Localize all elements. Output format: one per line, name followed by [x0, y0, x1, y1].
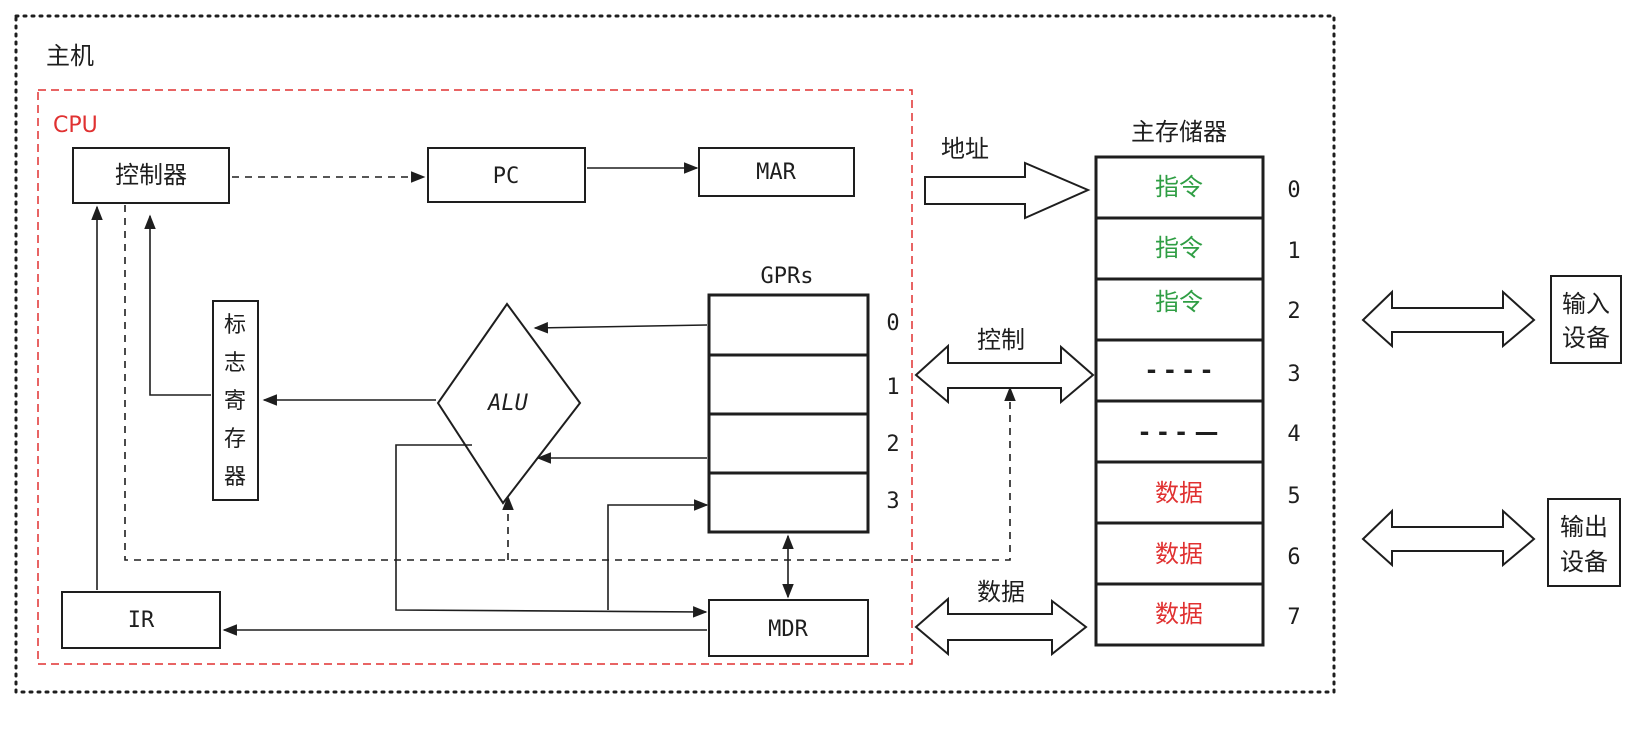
mar-register: MAR: [698, 147, 855, 197]
gprs-label: GPRs: [761, 264, 814, 289]
gpr-index: 3: [886, 489, 899, 514]
memory-address-indices: 0 1 2 3 4 5 6 7: [1287, 178, 1300, 630]
memory-cell-content: 指令: [1155, 173, 1203, 201]
gpr-index: 1: [886, 375, 899, 400]
controller-label: 控制器: [115, 161, 187, 189]
memory-address-index: 3: [1287, 362, 1300, 387]
output-device-label: 输出: [1560, 513, 1608, 541]
gpr-index: 2: [886, 432, 899, 457]
memory-address-index: 5: [1287, 484, 1300, 509]
memory-cell-content: 数据: [1155, 540, 1203, 568]
flags-char: 存: [224, 427, 246, 452]
pc-register: PC: [427, 147, 586, 203]
input-device: 输入 设备: [1550, 275, 1622, 364]
memory-cell-content: 指令: [1155, 288, 1203, 316]
data-bus-label: 数据: [977, 578, 1025, 606]
cpu-boundary: [37, 89, 913, 665]
memory-cell-content: - - - -: [1147, 356, 1212, 384]
alu-to-mdr-arrow: [395, 444, 708, 618]
controller-control-bus: [124, 205, 1016, 561]
memory-cell-content: - - - —: [1140, 418, 1219, 446]
memory-title: 主存储器: [1131, 118, 1227, 146]
flags-char: 志: [224, 351, 246, 376]
output-device-arrow: [1361, 508, 1536, 568]
alu-label: ALU: [486, 391, 528, 416]
flags-register: 标 志 寄 存 器: [212, 300, 259, 501]
pc-label: PC: [493, 164, 520, 189]
memory-address-index: 0: [1287, 178, 1300, 203]
mdr-label: MDR: [768, 617, 808, 642]
memory-address-index: 7: [1287, 605, 1300, 630]
input-device-arrow: [1361, 289, 1536, 349]
controller-block: 控制器: [72, 147, 230, 204]
host-boundary: [14, 14, 1336, 694]
mdr-register: MDR: [708, 599, 869, 657]
memory-address-index: 2: [1287, 299, 1300, 324]
address-bus-label: 地址: [941, 135, 989, 163]
flags-char: 器: [224, 465, 246, 490]
input-device-label: 输入: [1562, 290, 1610, 318]
gpr0-to-alu-arrow: [533, 322, 708, 334]
memory-cell-content: 数据: [1155, 600, 1203, 628]
control-bus-arrow: [914, 343, 1095, 405]
main-memory: [1094, 155, 1265, 647]
input-device-label: 设备: [1562, 324, 1610, 352]
ir-label: IR: [128, 608, 155, 633]
flags-to-controller-arrow: [144, 214, 211, 396]
memory-cell-content: 数据: [1155, 479, 1203, 507]
output-device-label: 设备: [1560, 548, 1608, 576]
control-bus-label: 控制: [977, 326, 1025, 354]
cpu-label: CPU: [53, 113, 98, 138]
gprs-registers: [707, 293, 870, 534]
address-bus-arrow: [924, 161, 1091, 220]
internal-connections: [91, 162, 1016, 636]
memory-cell-content: 指令: [1155, 234, 1203, 262]
gpr-index: 0: [886, 311, 899, 336]
mar-label: MAR: [756, 160, 796, 185]
memory-address-index: 1: [1287, 239, 1300, 264]
data-bus-arrow: [914, 596, 1088, 657]
memory-cell-contents: 指令 指令 指令 - - - - - - - — 数据 数据 数据: [1140, 173, 1219, 628]
ir-register: IR: [61, 591, 221, 649]
bus-to-gpr3-arrow: [607, 499, 709, 610]
host-label: 主机: [46, 42, 94, 70]
flags-char: 寄: [224, 389, 246, 414]
memory-address-index: 4: [1287, 422, 1300, 447]
flags-char: 标: [224, 313, 246, 338]
alu-unit: ALU: [436, 302, 582, 505]
memory-address-index: 6: [1287, 545, 1300, 570]
output-device: 输出 设备: [1547, 498, 1621, 587]
